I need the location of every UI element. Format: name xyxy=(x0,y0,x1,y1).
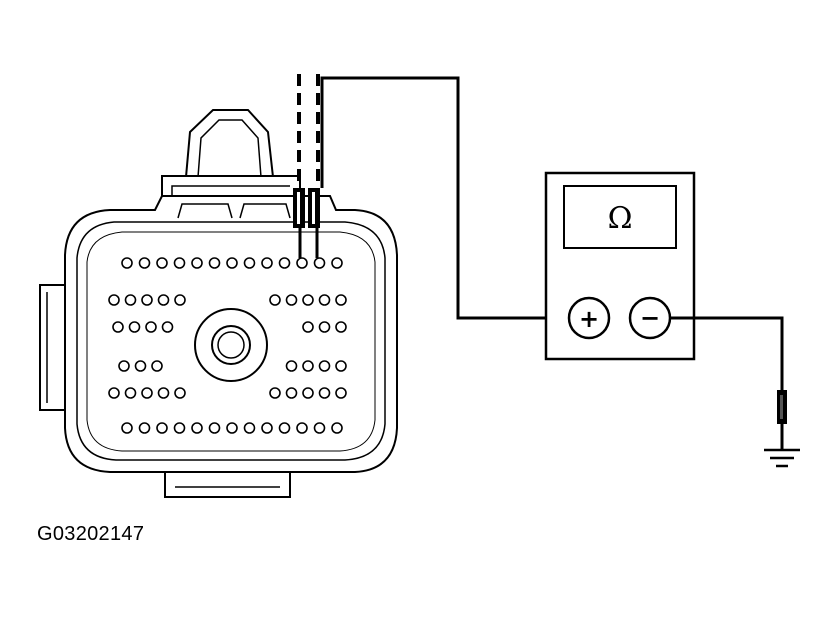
pin-cavity xyxy=(157,294,170,306)
harness-wires-dashed xyxy=(297,74,320,188)
ground-probe xyxy=(777,390,787,450)
pin-cavity xyxy=(174,387,186,399)
pin-cavity xyxy=(285,360,298,372)
pin-cavity xyxy=(313,257,326,269)
pin-cavity xyxy=(208,257,221,269)
pin-cavity xyxy=(108,387,120,399)
pin-cavity xyxy=(278,257,291,269)
pin-cavity xyxy=(124,294,137,306)
pin-cavity xyxy=(145,321,157,333)
pin-cavity xyxy=(243,257,256,269)
pin-cavity xyxy=(313,422,326,434)
figure-id: G03202147 xyxy=(37,523,145,545)
pin-cavity xyxy=(141,294,153,306)
pin-cavity xyxy=(174,294,186,306)
positive-terminal xyxy=(567,296,611,340)
pin-cavity xyxy=(226,257,238,269)
ohmmeter: Ω + − xyxy=(544,171,696,361)
pin-cavity xyxy=(302,360,314,372)
pin-cavity xyxy=(128,321,141,333)
pin-cavity xyxy=(161,321,174,333)
pin-cavity xyxy=(335,321,347,333)
negative-symbol: − xyxy=(640,304,660,332)
pin-cavity xyxy=(134,360,147,372)
pin-cavity xyxy=(156,422,168,434)
pin-cavity xyxy=(121,422,133,434)
pin-cavity xyxy=(302,321,314,333)
connector-lock-tower xyxy=(185,109,274,178)
pin-cavity xyxy=(296,422,308,434)
connector-pin-cavities xyxy=(108,257,347,434)
pin-cavity xyxy=(331,257,343,269)
connector-center-boss xyxy=(194,308,268,382)
pin-cavity xyxy=(278,422,291,434)
pin-cavity xyxy=(112,321,124,333)
pin-cavity xyxy=(318,360,331,372)
pin-cavity xyxy=(335,294,347,306)
pin-cavity xyxy=(285,387,298,399)
pin-cavity xyxy=(261,422,273,434)
pin-cavity xyxy=(138,257,151,269)
positive-symbol: + xyxy=(579,305,599,333)
pin-cavity xyxy=(269,387,281,399)
pin-cavity xyxy=(141,387,153,399)
pin-cavity xyxy=(118,360,130,372)
pin-cavity xyxy=(269,294,281,306)
pin-cavity xyxy=(243,422,256,434)
ohms-symbol: Ω xyxy=(608,201,633,236)
pin-cavity xyxy=(191,257,203,269)
pin-cavity xyxy=(138,422,151,434)
pin-cavity xyxy=(296,257,308,269)
pin-cavity xyxy=(208,422,221,434)
pin-cavity xyxy=(318,321,331,333)
pin-cavity xyxy=(157,387,170,399)
pin-cavity xyxy=(335,360,347,372)
pin-cavity xyxy=(156,257,168,269)
pin-cavity xyxy=(151,360,163,372)
pin-cavity xyxy=(302,387,314,399)
pin-cavity xyxy=(124,387,137,399)
pin-cavity xyxy=(331,422,343,434)
pin-cavity xyxy=(318,387,331,399)
pin-cavity xyxy=(173,422,186,434)
pin-cavity xyxy=(121,257,133,269)
positive-test-lead xyxy=(320,76,568,320)
pin-cavity xyxy=(191,422,203,434)
pin-cavity xyxy=(318,294,331,306)
ground-symbol xyxy=(764,448,800,468)
pin-cavity xyxy=(302,294,314,306)
negative-test-lead xyxy=(670,316,784,390)
pin-cavity xyxy=(108,294,120,306)
pin-cavity xyxy=(173,257,186,269)
pin-cavity xyxy=(261,257,273,269)
pin-cavity xyxy=(226,422,238,434)
pin-cavity xyxy=(285,294,298,306)
connector-side-latch xyxy=(39,284,69,411)
ohmmeter-display xyxy=(563,185,677,249)
test-lead-terminals xyxy=(293,188,320,258)
pin-cavity xyxy=(335,387,347,399)
